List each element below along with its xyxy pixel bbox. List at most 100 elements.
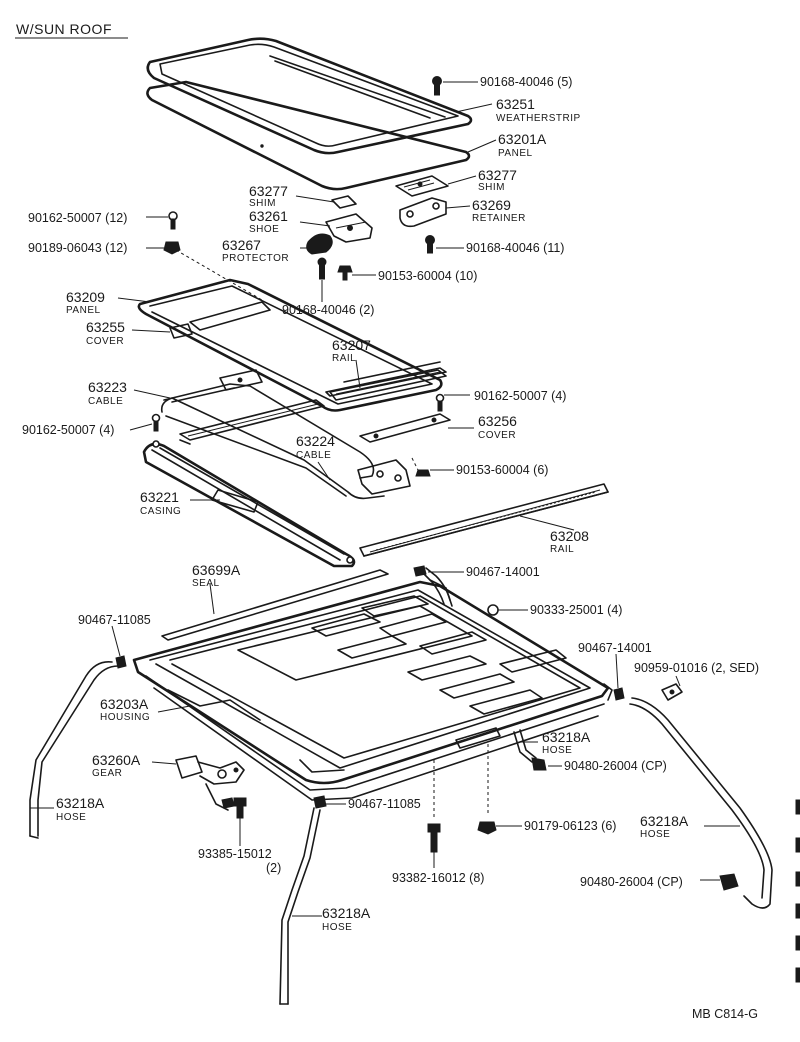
part-number-63699A: 63699A (192, 562, 241, 578)
scan-mark (795, 871, 800, 887)
part-number-63251: 63251 (496, 96, 535, 112)
weatherstrip-drawing (146, 37, 473, 155)
part-name-hose-bottom: HOSE (322, 922, 352, 933)
bolt-icon (427, 823, 441, 853)
hose-clamp-icon (313, 795, 327, 809)
scan-mark (795, 967, 800, 983)
hose-clamp-icon (115, 655, 127, 669)
cap-icon (531, 757, 547, 771)
fastener-90153-60004-10: 90153-60004 (10) (378, 269, 477, 283)
part-number-63208: 63208 (550, 528, 589, 544)
diagram-title: W/SUN ROOF (16, 21, 112, 37)
hose-right-drawing (631, 697, 773, 909)
hose-clamp-icon (613, 687, 625, 701)
part-name-cover-right: COVER (478, 430, 516, 441)
bolt-icon (432, 76, 442, 96)
bolt-icon (425, 235, 435, 254)
part-number-63269: 63269 (472, 197, 511, 213)
shoe-drawing (325, 213, 373, 243)
part-name-hose-left: HOSE (56, 812, 86, 823)
part-number-63223: 63223 (88, 379, 127, 395)
fastener-90480-26004-upper: 90480-26004 (CP) (564, 759, 667, 773)
fastener-90162-50007-4-right: 90162-50007 (4) (474, 389, 566, 403)
part-name-seal: SEAL (192, 578, 220, 589)
rail-lower-drawing (359, 483, 609, 557)
part-name-rail-lower: RAIL (550, 544, 574, 555)
part-name-shim-left: SHIM (249, 198, 276, 209)
shim-left-drawing (331, 195, 357, 209)
part-name-shoe: SHOE (249, 224, 279, 235)
part-name-housing: HOUSING (100, 712, 150, 723)
part-number-63255: 63255 (86, 319, 125, 335)
part-number-63260A: 63260A (92, 752, 141, 768)
bolt-icon (435, 393, 445, 412)
fastener-90467-11085-bottom: 90467-11085 (348, 797, 421, 811)
part-name-protector: PROTECTOR (222, 253, 289, 264)
part-number-63277-left: 63277 (249, 183, 288, 199)
fastener-93385-15012: 93385-15012 (198, 847, 272, 861)
part-name-retainer: RETAINER (472, 213, 526, 224)
part-number-63218A-left: 63218A (56, 795, 105, 811)
cover-right-drawing (359, 413, 451, 443)
fastener-90467-14001-right: 90467-14001 (578, 641, 652, 655)
fastener-93382-16012-8: 93382-16012 (8) (392, 871, 484, 885)
fastener-90189-06043-12: 90189-06043 (12) (28, 241, 127, 255)
fastener-90333-25001-4: 90333-25001 (4) (530, 603, 622, 617)
part-name-shim-right: SHIM (478, 182, 505, 193)
part-name-cover-left: COVER (86, 336, 124, 347)
part-number-63224: 63224 (296, 433, 335, 449)
fastener-90168-40046-11: 90168-40046 (11) (466, 241, 564, 255)
part-number-63218A-bottom: 63218A (322, 905, 371, 921)
part-name-weatherstrip: WEATHERSTRIP (496, 113, 581, 124)
part-number-63201A: 63201A (498, 131, 547, 147)
clip-icon (661, 683, 683, 701)
retainer-drawing (399, 197, 447, 228)
seal-drawing (161, 569, 389, 641)
fastener-90162-50007-4-left: 90162-50007 (4) (22, 423, 114, 437)
part-number-63256: 63256 (478, 413, 517, 429)
part-number-63209: 63209 (66, 289, 105, 305)
fastener-90153-60004-6: 90153-60004 (6) (456, 463, 548, 477)
part-number-63207: 63207 (332, 337, 371, 353)
scan-mark (795, 799, 800, 815)
drive-bracket-drawing (357, 457, 431, 495)
bolt-icon (168, 211, 178, 230)
scan-mark (795, 903, 800, 919)
fastener-90959-01016: 90959-01016 (2, SED) (634, 661, 759, 675)
glass-panel-drawing (146, 80, 471, 191)
part-name-panel: PANEL (498, 148, 533, 159)
part-name-cable-lower: CABLE (296, 450, 331, 461)
scan-mark (795, 935, 800, 951)
hose-short-drawing (513, 729, 537, 763)
part-number-63218A-right: 63218A (640, 813, 689, 829)
part-name-rail-upper: RAIL (332, 353, 356, 364)
part-number-63267: 63267 (222, 237, 261, 253)
part-name-cable-upper: CABLE (88, 396, 123, 407)
housing-drawing (132, 579, 613, 801)
plug-icon (487, 604, 499, 616)
hose-left-drawing (29, 660, 113, 837)
part-name-panel-inner: PANEL (66, 305, 101, 316)
part-name-hose-short: HOSE (542, 745, 572, 756)
fastener-90168-40046-5: 90168-40046 (5) (480, 75, 572, 89)
leader-lines (30, 81, 740, 917)
rail-upper-drawing (325, 367, 447, 397)
screw-icon (337, 265, 353, 281)
inner-panel-drawing (137, 278, 447, 412)
hose-bottom-drawing (279, 807, 315, 1005)
bolt-icon (233, 797, 247, 819)
part-number-63203A: 63203A (100, 696, 149, 712)
cover-left-drawing (169, 323, 193, 339)
part-number-63277-right: 63277 (478, 167, 517, 183)
part-name-hose-right: HOSE (640, 829, 670, 840)
fastener-90467-11085-left: 90467-11085 (78, 613, 151, 627)
nut-icon (477, 821, 497, 835)
protector-drawing (306, 233, 333, 255)
cap-icon (719, 873, 739, 891)
scan-mark (795, 837, 800, 853)
part-name-casing: CASING (140, 506, 181, 517)
fastener-93385-15012-qty: (2) (266, 861, 281, 875)
bolt-icon (151, 413, 161, 432)
fastener-90179-06123-6: 90179-06123 (6) (524, 819, 616, 833)
